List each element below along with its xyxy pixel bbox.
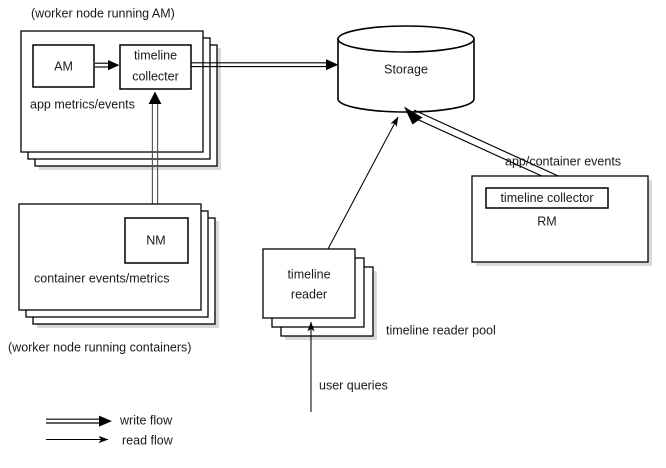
- storage-cylinder: [337, 25, 475, 113]
- arrow-reader-to-storage: [327, 116, 399, 250]
- arrow-nm-to-collector: [148, 91, 162, 218]
- caption-app-metrics-events: app metrics/events: [30, 97, 135, 111]
- nm-worker-node-stack: [18, 203, 219, 328]
- legend-write-flow-symbol: [46, 415, 112, 427]
- am-box: [32, 44, 95, 88]
- rm-timeline-collector-box: [485, 187, 609, 209]
- legend-write-flow-label: write flow: [119, 413, 173, 427]
- timeline-reader-label-line2: reader: [291, 287, 327, 301]
- nm-box: [124, 217, 189, 264]
- legend-read-flow-label: read flow: [122, 433, 174, 447]
- arrow-am-to-collector: [95, 60, 120, 71]
- caption-user-queries: user queries: [319, 378, 388, 392]
- storage-label: Storage: [384, 62, 428, 76]
- caption-worker-node-containers: (worker node running containers): [8, 340, 191, 354]
- rm-timeline-collector-label: timeline collector: [500, 191, 593, 205]
- caption-worker-node-am: (worker node running AM): [31, 6, 175, 20]
- am-timeline-collector-box: [119, 44, 192, 90]
- caption-app-container-events: app/container events: [505, 154, 621, 168]
- am-timeline-collector-label-line1: timeline: [134, 48, 177, 62]
- arrow-collector-to-storage: [191, 59, 339, 71]
- timeline-reader-box: [262, 248, 356, 319]
- caption-timeline-reader-pool: timeline reader pool: [386, 323, 496, 337]
- am-timeline-collector-label-line2: collecter: [132, 69, 179, 83]
- caption-container-events-metrics: container events/metrics: [34, 271, 169, 285]
- timeline-reader-stack: [262, 248, 377, 340]
- am-label: AM: [54, 59, 73, 73]
- timeline-reader-label-line1: timeline: [287, 267, 330, 281]
- nm-label: NM: [146, 233, 165, 247]
- rm-box: [471, 175, 652, 266]
- legend: [46, 415, 112, 444]
- rm-label: RM: [537, 214, 556, 228]
